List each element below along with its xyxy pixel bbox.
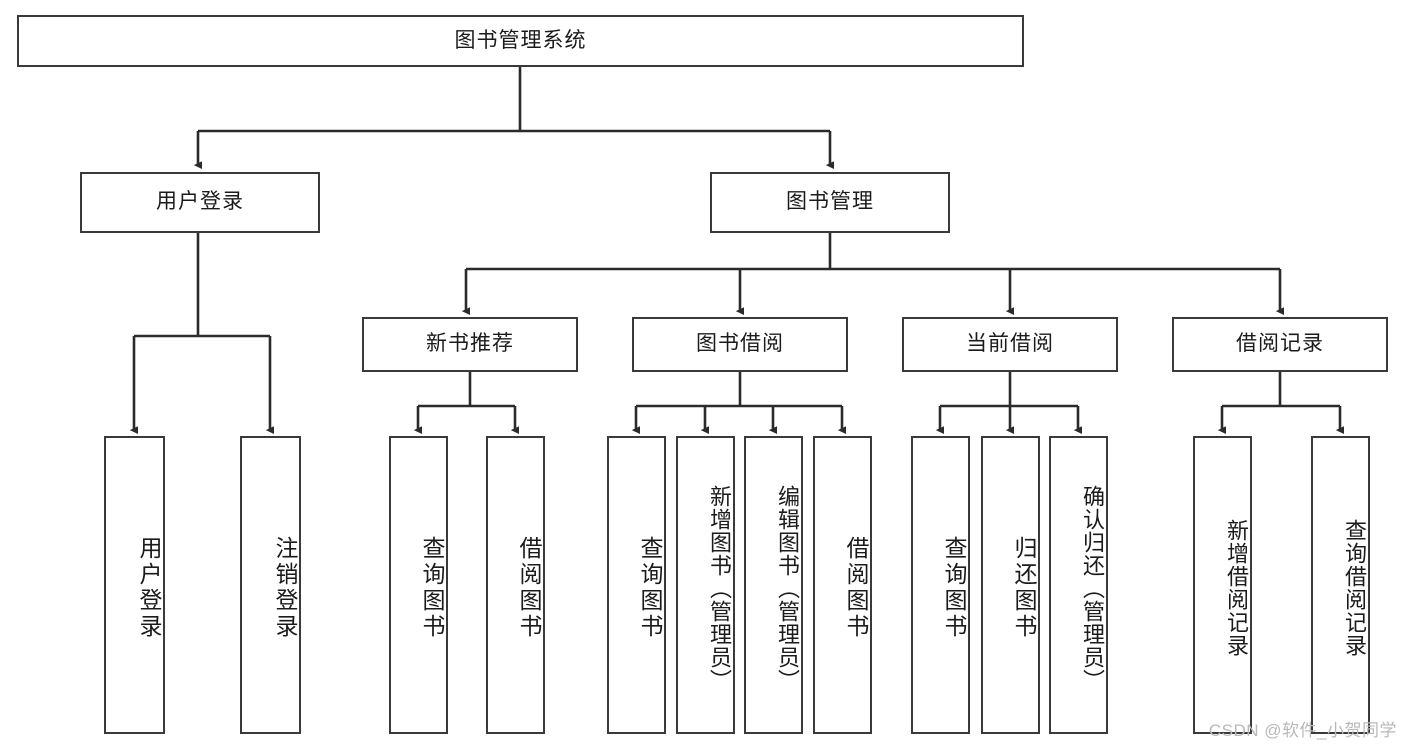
- node-label: 归还图书: [1011, 536, 1037, 640]
- node-label: 用户登录: [136, 536, 162, 640]
- node-label: 借阅图书: [843, 536, 869, 640]
- node-label: 新书推荐: [426, 332, 514, 356]
- node-label: 查询图书: [637, 536, 663, 640]
- node-label: 确认归还（管理员）: [1080, 484, 1105, 692]
- leaf-borrow-book[interactable]: 借阅图书: [813, 436, 872, 734]
- node-root-book-management-system[interactable]: 图书管理系统: [17, 15, 1024, 67]
- leaf-add-borrow-record[interactable]: 新增借阅记录: [1193, 436, 1252, 734]
- node-label: 注销登录: [272, 536, 298, 640]
- leaf-query-borrow-record[interactable]: 查询借阅记录: [1311, 436, 1370, 734]
- node-label: 查询图书: [941, 536, 967, 640]
- node-user-login[interactable]: 用户登录: [80, 172, 320, 233]
- leaf-logout-login[interactable]: 注销登录: [240, 436, 301, 734]
- node-book-borrow[interactable]: 图书借阅: [632, 317, 848, 372]
- leaf-query-book-current[interactable]: 查询图书: [911, 436, 970, 734]
- node-label: 借阅图书: [516, 536, 542, 640]
- node-label: 图书管理系统: [454, 28, 587, 52]
- leaf-user-login[interactable]: 用户登录: [104, 436, 165, 734]
- node-label: 借阅记录: [1236, 332, 1324, 356]
- node-label: 查询借阅记录: [1342, 519, 1367, 657]
- leaf-confirm-return-admin[interactable]: 确认归还（管理员）: [1049, 436, 1108, 734]
- node-label: 图书管理: [786, 190, 874, 214]
- node-label: 查询图书: [419, 536, 445, 640]
- leaf-return-book[interactable]: 归还图书: [981, 436, 1040, 734]
- leaf-edit-book-admin[interactable]: 编辑图书（管理员）: [744, 436, 803, 734]
- csdn-watermark: CSDN @软件_小贺同学: [1208, 721, 1397, 740]
- node-borrow-record[interactable]: 借阅记录: [1172, 317, 1388, 372]
- node-label: 新增图书（管理员）: [707, 484, 732, 692]
- node-label: 图书借阅: [696, 332, 784, 356]
- node-label: 编辑图书（管理员）: [775, 484, 800, 692]
- node-new-book-recommend[interactable]: 新书推荐: [362, 317, 578, 372]
- node-book-management[interactable]: 图书管理: [710, 172, 950, 233]
- leaf-borrow-book-recommend[interactable]: 借阅图书: [486, 436, 545, 734]
- leaf-query-book-borrow[interactable]: 查询图书: [607, 436, 666, 734]
- node-current-borrow[interactable]: 当前借阅: [902, 317, 1118, 372]
- node-label: 新增借阅记录: [1224, 519, 1249, 657]
- node-label: 当前借阅: [966, 332, 1054, 356]
- leaf-query-book-recommend[interactable]: 查询图书: [389, 436, 448, 734]
- node-label: 用户登录: [156, 190, 244, 214]
- leaf-add-book-admin[interactable]: 新增图书（管理员）: [676, 436, 735, 734]
